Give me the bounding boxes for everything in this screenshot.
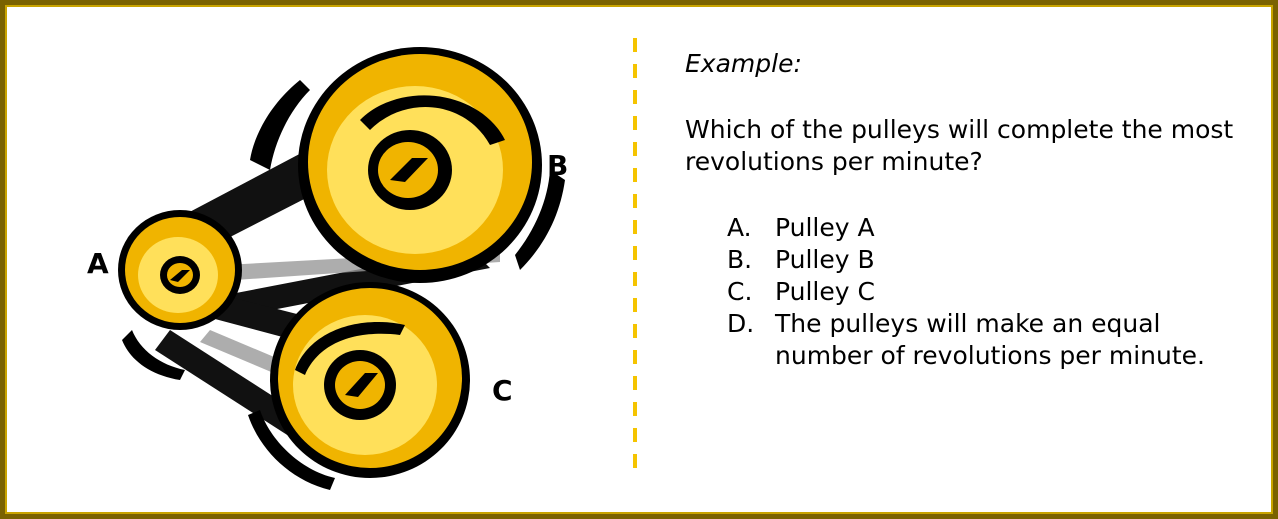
option-text: Pulley A <box>775 213 875 242</box>
pulley-c <box>248 282 470 490</box>
option-c: C. Pulley C <box>727 276 1255 308</box>
option-letter: C. <box>727 277 753 306</box>
label-a: A <box>87 247 109 280</box>
option-text: Pulley C <box>775 277 875 306</box>
option-text: Pulley B <box>775 245 875 274</box>
label-c: C <box>492 374 513 407</box>
question-panel: Example: Which of the pulleys will compl… <box>685 48 1255 372</box>
option-b: B. Pulley B <box>727 244 1255 276</box>
option-text: The pulleys will make an equal number of… <box>775 309 1206 370</box>
option-letter: D. <box>727 309 755 338</box>
dashed-divider <box>633 38 637 474</box>
pulley-a <box>118 210 242 380</box>
pulley-b <box>250 47 565 283</box>
option-d: D. The pulleys will make an equal number… <box>727 308 1255 372</box>
question-text: Which of the pulleys will complete the m… <box>685 115 1234 176</box>
label-b: B <box>547 149 568 182</box>
option-letter: B. <box>727 245 753 274</box>
pulley-diagram: A B C <box>87 47 568 490</box>
answer-options: A. Pulley A B. Pulley B C. Pulley C D. T… <box>685 212 1255 372</box>
option-a: A. Pulley A <box>727 212 1255 244</box>
option-letter: A. <box>727 213 752 242</box>
frame-inner-border <box>5 5 1273 514</box>
example-label: Example: <box>685 49 802 78</box>
